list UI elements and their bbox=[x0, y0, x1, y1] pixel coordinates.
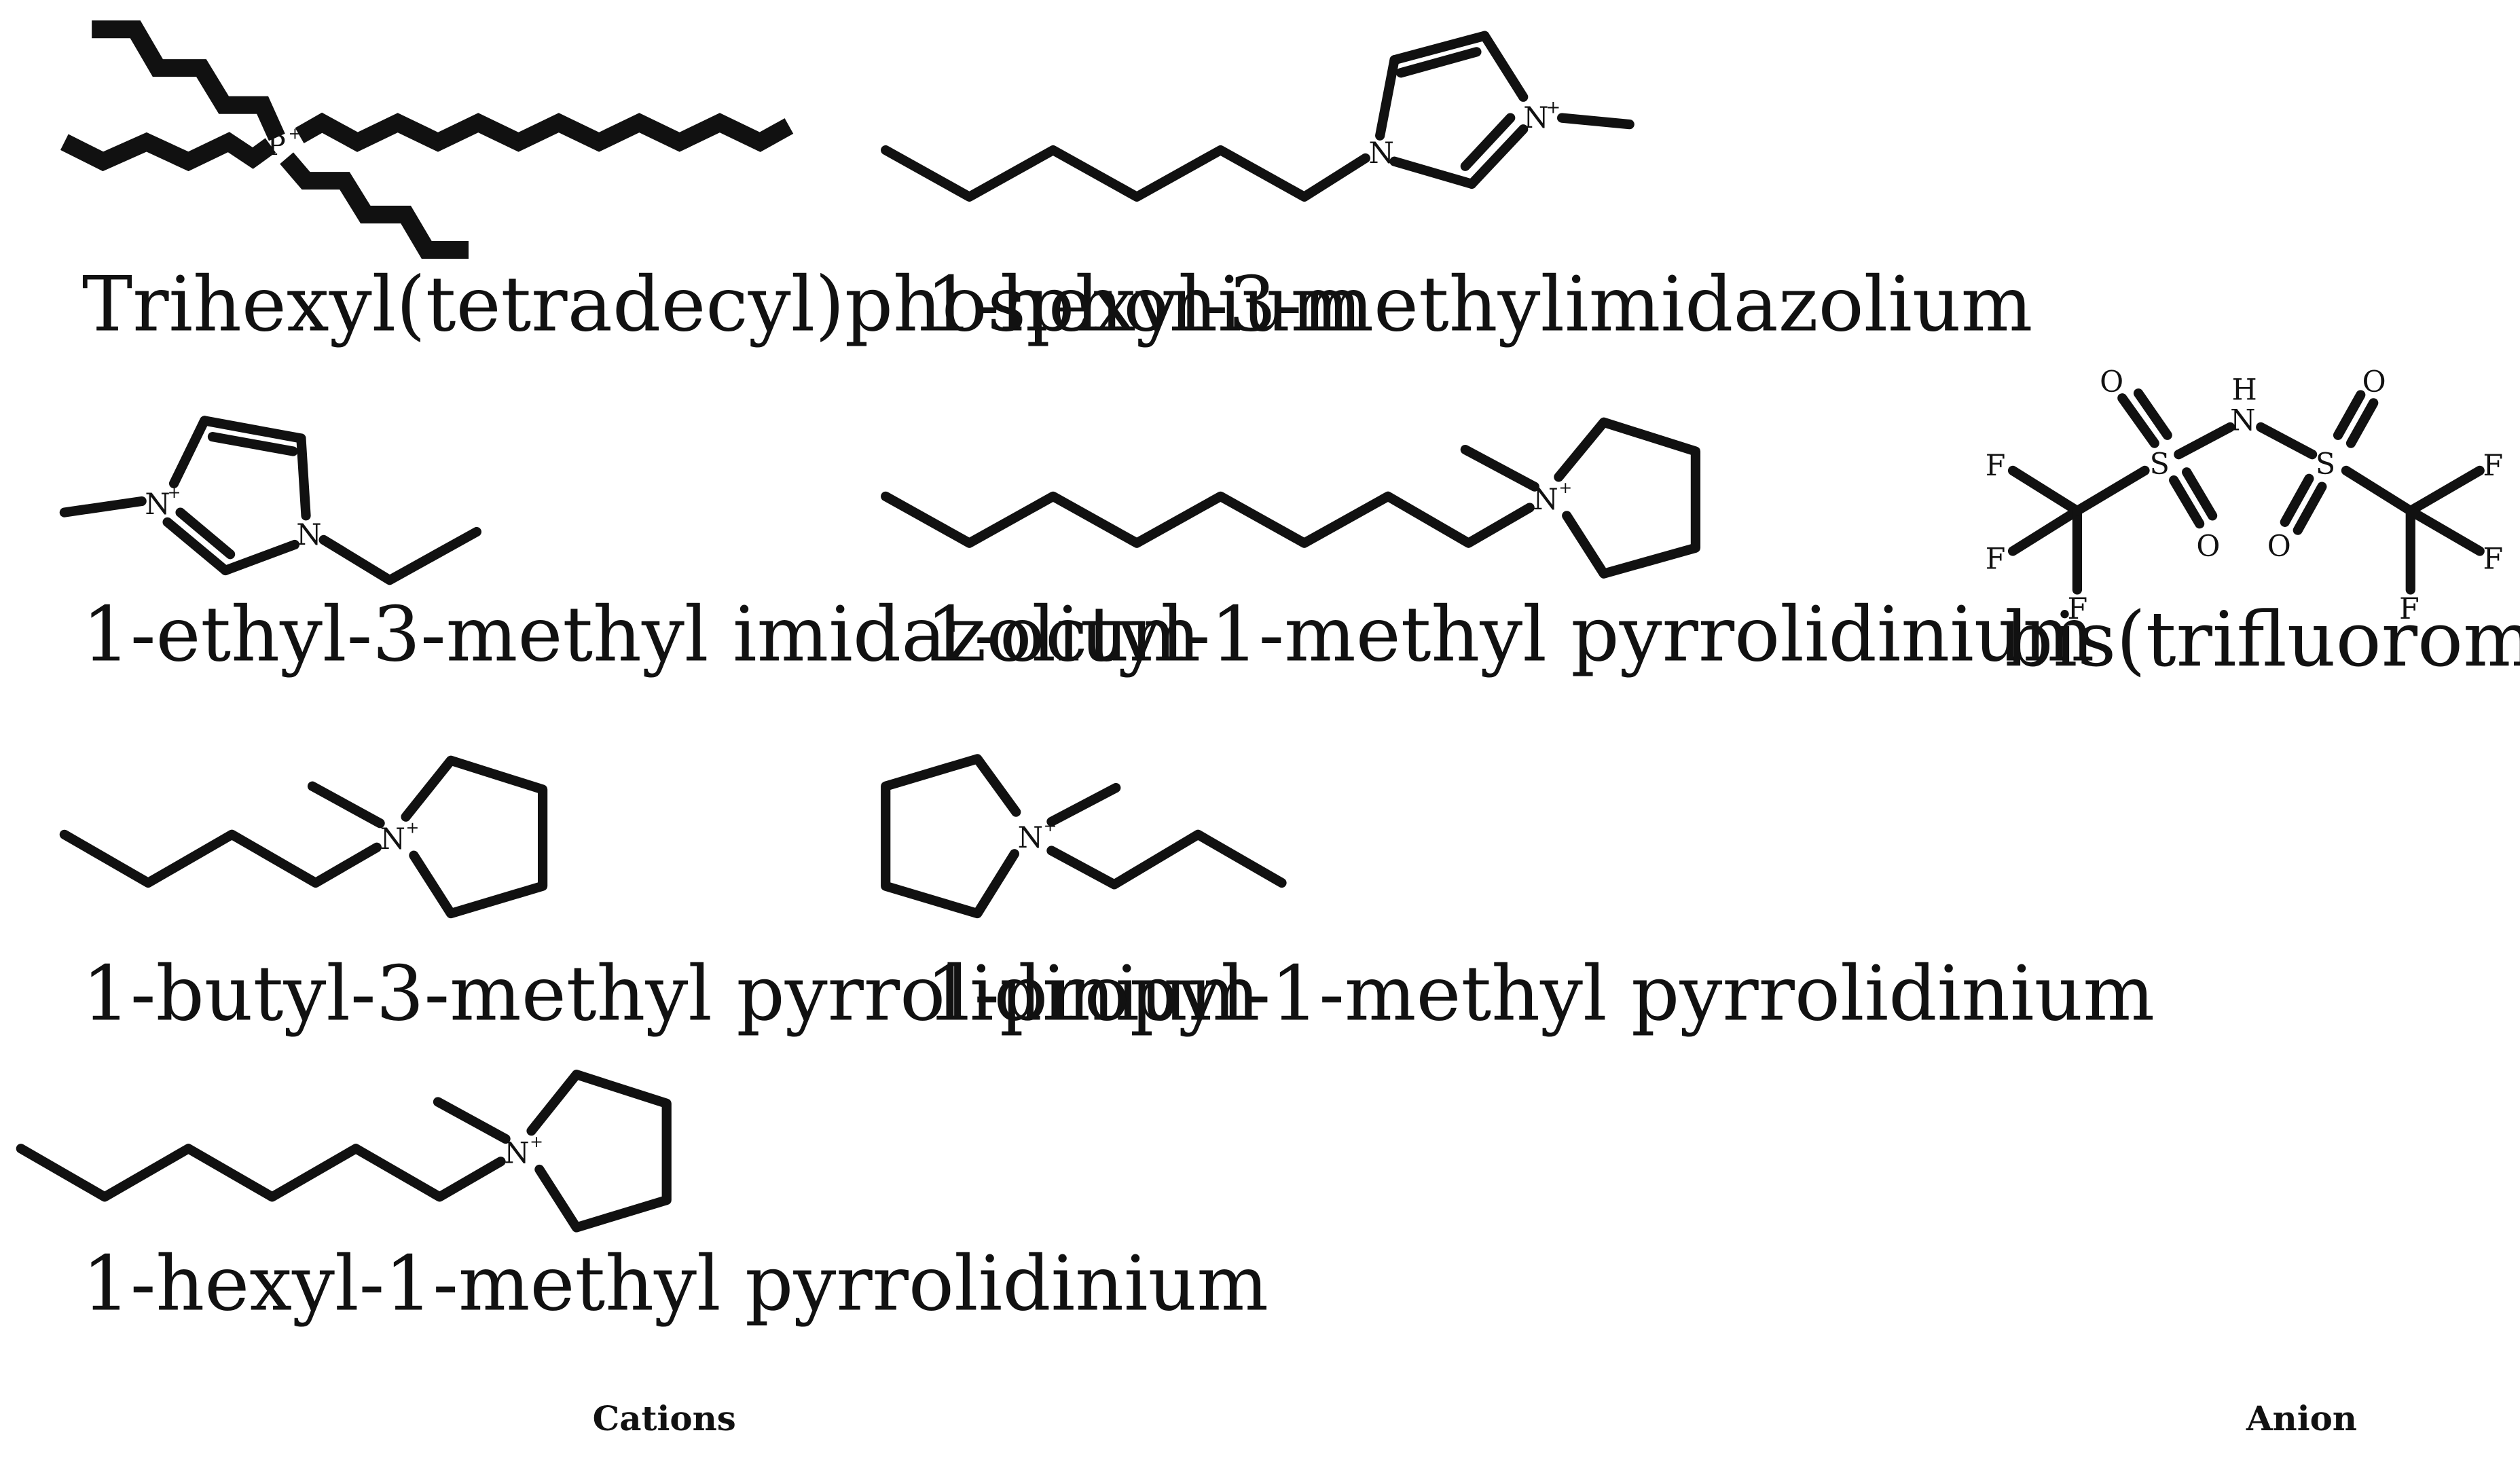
oxygen-atom-label: O bbox=[2196, 530, 2220, 564]
nitrogen-atom-label: N bbox=[145, 488, 170, 522]
nitrogen-atom-label: N bbox=[2230, 404, 2255, 438]
nitrogen-atom-label: N bbox=[1369, 137, 1394, 170]
pyrrolidinium-charge-label: + bbox=[1044, 816, 1057, 835]
fluorine-atom-label: F bbox=[2483, 543, 2503, 577]
fluorine-atom-label: F bbox=[1986, 543, 2006, 577]
nitrogen-atom-label: N bbox=[1018, 821, 1043, 855]
structure-1-hexyl-1-methyl-pyrrolidinium: N + bbox=[16, 1070, 672, 1233]
oxygen-atom-label: O bbox=[2100, 365, 2123, 399]
nitrogen-atom-label: N bbox=[1533, 483, 1558, 517]
anion-section-label: Anion bbox=[2246, 1398, 2357, 1438]
structure-trihexyl-tetradecyl-phosphonium: N P + bbox=[60, 20, 794, 259]
caption-trihexyl-tetradecyl-phosphonium: Trihexyl(tetradecyl)phosphonium bbox=[82, 261, 1362, 349]
caption-1-propyl-1-methyl-pyrrolidinium: 1-propyl-1-methyl pyrrolidinium bbox=[926, 951, 2155, 1038]
structure-1-butyl-3-methyl-pyrrolidinium: N + bbox=[59, 755, 548, 919]
oxygen-atom-label: O bbox=[2362, 365, 2386, 399]
caption-1-hexyl-1-methyl-pyrrolidinium: 1-hexyl-1-methyl pyrrolidinium bbox=[82, 1240, 1268, 1328]
structure-1-propyl-1-methyl-pyrrolidinium: N + bbox=[881, 754, 1287, 919]
pyrrolidinium-charge-label: + bbox=[406, 818, 420, 837]
imidazolium-charge-label: + bbox=[1546, 98, 1560, 118]
caption-1-hexyl-3-methylimidazolium: 1-hexyl-3-methylimidazolium bbox=[926, 261, 2032, 349]
oxygen-atom-label: O bbox=[2267, 530, 2291, 564]
fluorine-atom-label: F bbox=[2399, 592, 2419, 626]
nitrogen-atom-label: N bbox=[296, 518, 321, 552]
caption-1-butyl-3-methyl-pyrrolidinium: 1-butyl-3-methyl pyrrolidinium bbox=[82, 951, 1260, 1038]
nitrogen-atom-label: N bbox=[1523, 101, 1548, 135]
fluorine-atom-label: F bbox=[2068, 592, 2088, 626]
structure-bis-trifluoromethylsulfonyl-imide: O O H N S S O O F F F F F F bbox=[1986, 365, 2503, 626]
phosphorus-atom-label: P bbox=[268, 130, 286, 162]
cations-section-label: Cations bbox=[593, 1398, 736, 1438]
sulfur-atom-label: S bbox=[2150, 448, 2170, 482]
caption-bis-trifluoromethylsulfonyl-imide: bis(trifluoromethylsulfonyl)imide bbox=[2005, 596, 2520, 684]
structure-1-hexyl-3-methylimidazolium: N N + bbox=[881, 31, 1635, 202]
nitrogen-atom-label: N bbox=[380, 822, 405, 856]
sulfur-atom-label: S bbox=[2316, 448, 2335, 482]
fluorine-atom-label: F bbox=[1986, 449, 2006, 483]
fluorine-atom-label: F bbox=[2483, 449, 2503, 483]
structure-1-ethyl-3-methyl-imidazolium: N + N bbox=[59, 416, 482, 585]
nitrogen-atom-label: N bbox=[504, 1137, 529, 1171]
phosphonium-charge-label: + bbox=[288, 124, 302, 143]
caption-1-ethyl-3-methyl-imidazolium: 1-ethyl-3-methyl imidazolium bbox=[82, 592, 1201, 679]
pyrrolidinium-charge-label: + bbox=[530, 1132, 543, 1151]
imidazolium-charge-label: + bbox=[168, 483, 181, 502]
pyrrolidinium-charge-label: + bbox=[1558, 478, 1572, 497]
hydrogen-atom-label: H bbox=[2232, 374, 2257, 407]
structure-1-octyl-1-methyl-pyrrolidinium: N + bbox=[881, 417, 1701, 579]
caption-1-octyl-1-methyl-pyrrolidinium: 1-octyl-1-methyl pyrrolidinium bbox=[926, 592, 2094, 679]
